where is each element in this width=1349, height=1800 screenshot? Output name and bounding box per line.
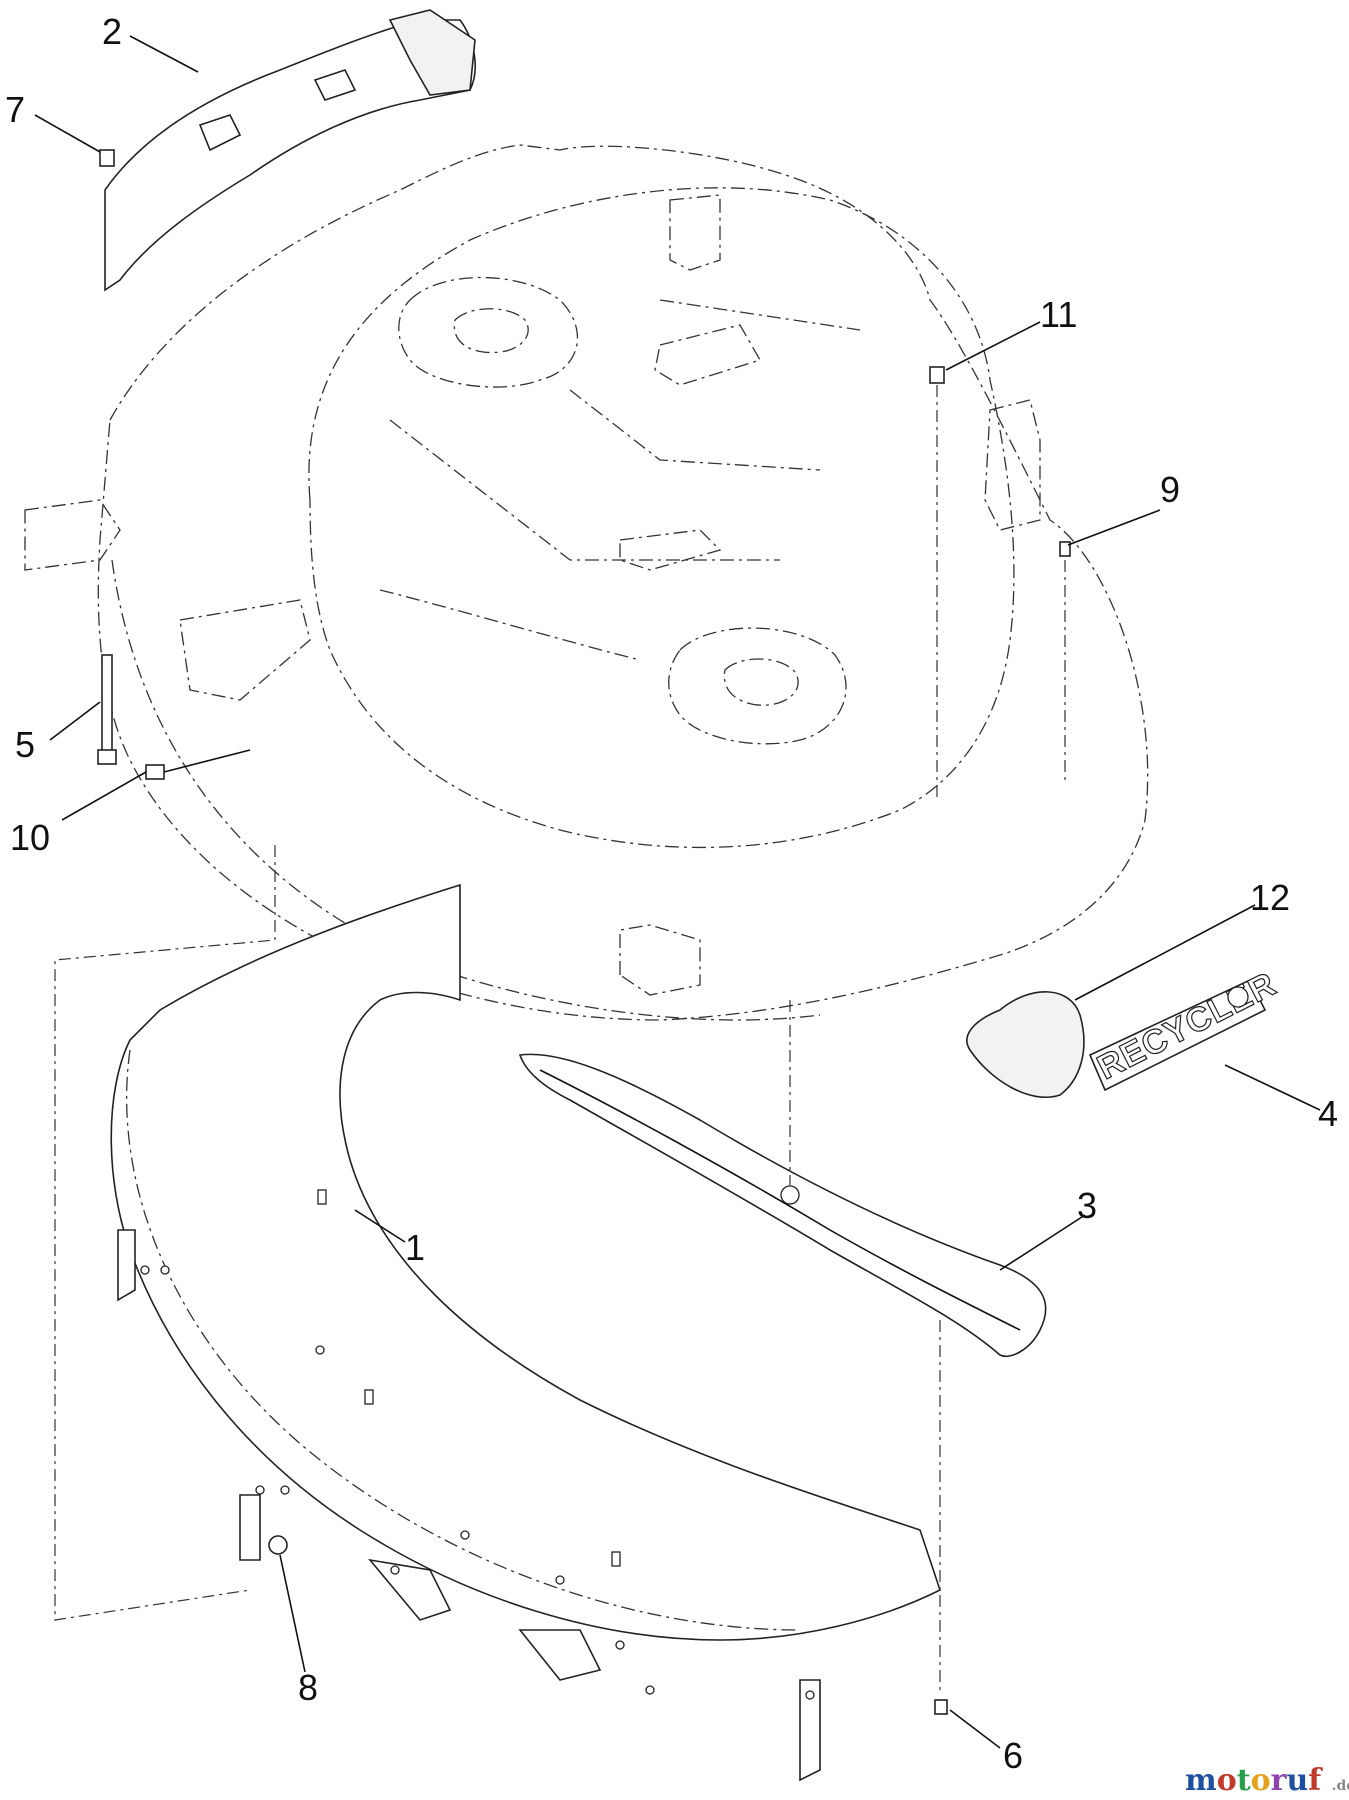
watermark-suffix: .de <box>1332 1778 1349 1794</box>
watermark-letter: o <box>1217 1763 1237 1798</box>
callout-12: 12 <box>1250 877 1290 918</box>
callout-7: 7 <box>5 89 25 130</box>
watermark: motoruf .de <box>1185 1763 1349 1798</box>
part7-nut <box>99 149 115 167</box>
part6-screw <box>934 1699 948 1715</box>
watermark-main: motoruf <box>1185 1763 1323 1798</box>
part5-bolt <box>101 654 113 756</box>
watermark-letter: m <box>1185 1763 1217 1798</box>
assembly-axes <box>54 385 1066 1690</box>
deck-housing <box>24 144 1149 1021</box>
decal-text: RECYCLER <box>1091 965 1282 1087</box>
watermark-letter: t <box>1237 1763 1251 1798</box>
cover-plug <box>966 991 1085 1098</box>
callout-leaders <box>34 35 1321 1749</box>
watermark-letter: r <box>1271 1763 1288 1798</box>
callout-numbers: 1 2 3 4 5 6 7 8 9 10 11 12 <box>5 11 1338 1776</box>
part11-nut <box>929 366 945 384</box>
mulch-baffle <box>110 883 941 1782</box>
part8-nut <box>268 1535 288 1555</box>
part9-screw <box>1059 541 1071 557</box>
part10-bolt <box>145 764 165 780</box>
watermark-letter: u <box>1286 1763 1308 1798</box>
recycler-decal: RECYCLER <box>1088 964 1283 1092</box>
callout-1: 1 <box>405 1227 425 1268</box>
callout-6: 6 <box>1003 1735 1023 1776</box>
watermark-letter: f <box>1308 1763 1323 1798</box>
callout-4: 4 <box>1318 1093 1338 1134</box>
watermark-letter: o <box>1251 1763 1271 1798</box>
callout-10: 10 <box>10 817 50 858</box>
callout-8: 8 <box>298 1667 318 1708</box>
recycler-emblem-icon <box>1227 986 1249 1008</box>
discharge-chute <box>104 9 476 292</box>
callout-11: 11 <box>1040 294 1077 335</box>
callout-2: 2 <box>102 11 122 52</box>
watermark-text: motoruf .de <box>1185 1763 1349 1798</box>
callout-3: 3 <box>1077 1185 1097 1226</box>
callout-5: 5 <box>15 724 35 765</box>
callout-9: 9 <box>1160 469 1180 510</box>
mower-blade <box>518 1053 1047 1357</box>
